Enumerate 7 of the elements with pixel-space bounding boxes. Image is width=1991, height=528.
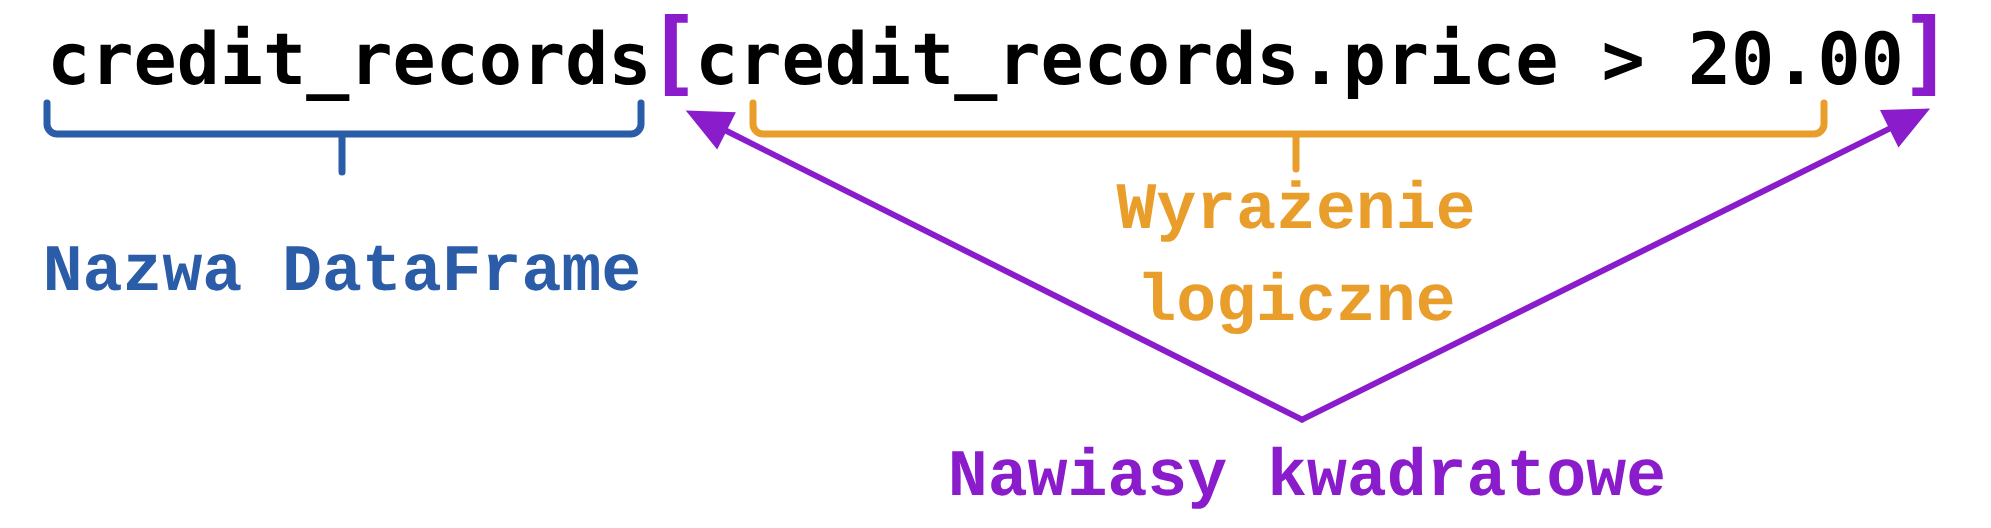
square-bracket: [ <box>664 14 688 97</box>
annotation-label: Nazwa DataFrame <box>47 245 638 291</box>
code-text: credit_records.price > 20.00 <box>701 25 1900 101</box>
annotation-label: Wyrażenie logiczne <box>1116 179 1473 335</box>
annotation-label: Nawiasy kwadratowe <box>952 446 1663 509</box>
square-bracket: ] <box>1912 14 1936 97</box>
code-text: credit_records <box>53 25 646 101</box>
